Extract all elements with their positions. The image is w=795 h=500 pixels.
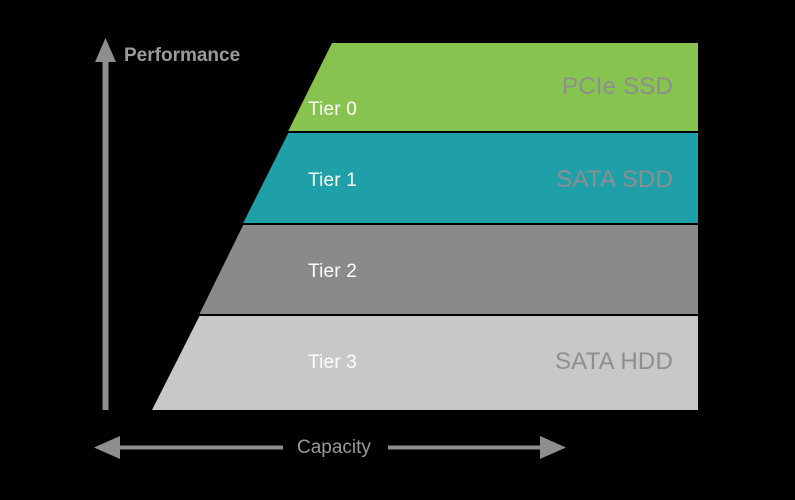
tier-3-band[interactable] [152, 316, 698, 410]
tier-0-product-label: PCIe SSD [562, 73, 673, 100]
capacity-axis-arrow-left [94, 436, 283, 459]
tier-0-label: Tier 0 [308, 99, 358, 120]
performance-axis-arrow [95, 38, 116, 410]
performance-axis-label: Performance [124, 45, 241, 66]
tier-2-band[interactable] [199, 225, 699, 314]
tier-3-product-label: SATA HDD [554, 348, 673, 375]
capacity-axis-arrow-right [388, 436, 566, 459]
tier-0-band[interactable] [288, 43, 698, 131]
tier-3-label: Tier 3 [308, 352, 358, 373]
tier-2-label: Tier 2 [308, 261, 358, 282]
tier-1-label: Tier 1 [308, 170, 358, 191]
tier-1-band[interactable] [243, 133, 698, 223]
tier-1-product-label: SATA SDD [556, 166, 673, 193]
capacity-axis-label: Capacity [297, 437, 371, 458]
